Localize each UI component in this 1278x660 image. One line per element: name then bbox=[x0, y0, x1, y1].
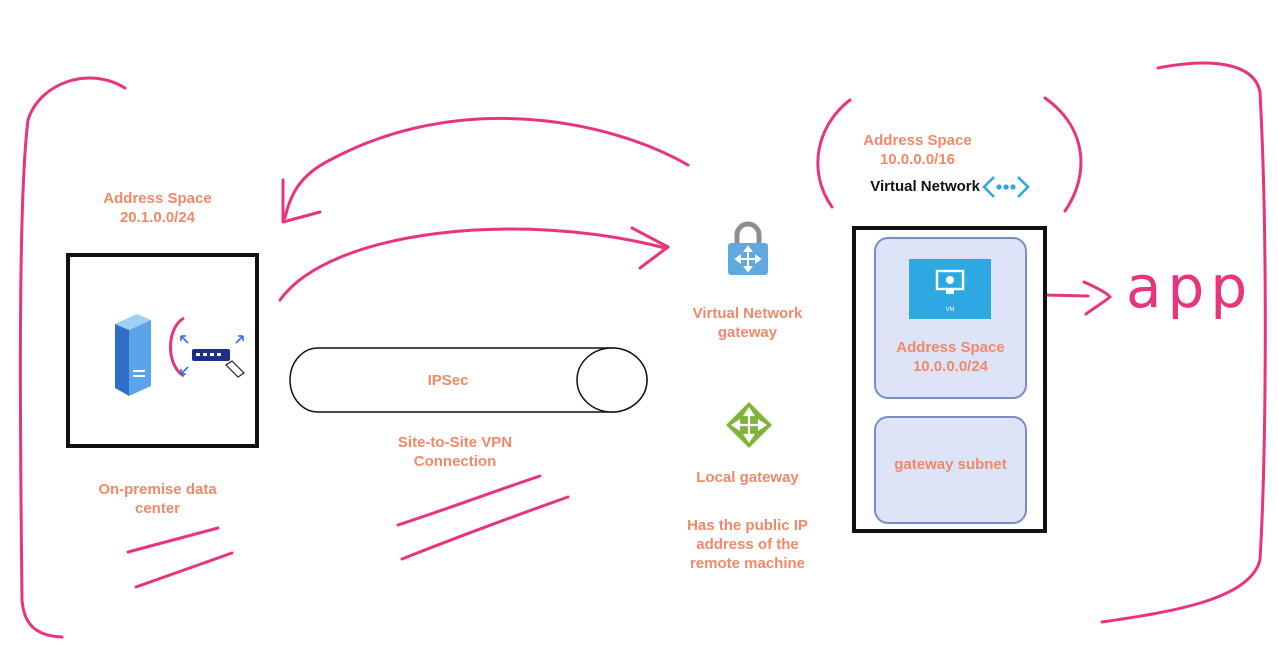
gateway-subnet-label: gateway subnet bbox=[894, 456, 1007, 473]
vnet-gateway-line1: Virtual Network bbox=[692, 305, 803, 322]
left-bracket-stroke bbox=[18, 76, 127, 639]
vnet-gateway-label: Virtual Network gateway bbox=[665, 304, 830, 342]
vpn-caption-line1: Site-to-Site VPN bbox=[397, 434, 513, 451]
onprem-caption-line1: On-premise data bbox=[98, 481, 217, 498]
curved-arrow-left-head bbox=[281, 178, 322, 224]
vnet-address-space: Address Space 10.0.0.0/16 bbox=[845, 131, 990, 169]
vm-subnet: VM Address Space 10.0.0.0/24 bbox=[874, 237, 1027, 399]
local-gateway-label: Local gateway bbox=[696, 469, 799, 486]
vpn-underline-1 bbox=[396, 474, 542, 527]
signal-arc-icon bbox=[169, 316, 185, 378]
vpn-gateway-lock-icon bbox=[728, 221, 768, 275]
vnet-bracket-right-stroke bbox=[1043, 96, 1083, 213]
local-gateway-icon bbox=[726, 402, 772, 448]
vpn-caption: Site-to-Site VPN Connection bbox=[360, 433, 550, 471]
vpn-caption-line2: Connection bbox=[413, 453, 497, 470]
local-gateway-note-line3: remote machine bbox=[689, 555, 806, 572]
ipsec-tunnel bbox=[289, 347, 648, 413]
vnet-name: Virtual Network bbox=[870, 178, 980, 195]
vm-subnet-address-value: 10.0.0.0/24 bbox=[912, 358, 989, 375]
vnet-address-space-label: Address Space bbox=[863, 132, 972, 149]
onprem-address-space-value: 20.1.0.0/24 bbox=[119, 209, 196, 226]
vm-badge: VM bbox=[946, 307, 955, 313]
local-gateway-note-line2: address of the bbox=[696, 536, 799, 553]
onprem-underline-2 bbox=[134, 551, 234, 589]
onprem-caption-line2: center bbox=[134, 500, 181, 517]
vpn-underline-2 bbox=[400, 495, 570, 561]
vnet-address-space-value: 10.0.0.0/16 bbox=[879, 151, 956, 168]
onprem-address-space-label: Address Space bbox=[103, 190, 212, 207]
server-icon bbox=[115, 314, 151, 396]
curved-arrow-right-head bbox=[630, 226, 670, 270]
curved-arrow-left-stroke bbox=[283, 117, 690, 220]
vnet-gateway-line2: gateway bbox=[717, 324, 778, 341]
vm-subnet-address: Address Space 10.0.0.0/24 bbox=[876, 338, 1025, 376]
curved-arrow-right-stroke bbox=[278, 227, 667, 302]
onprem-datacenter-box bbox=[66, 253, 259, 448]
onprem-address-space: Address Space 20.1.0.0/24 bbox=[70, 189, 245, 227]
vnet-bracket-left-stroke bbox=[816, 98, 852, 209]
virtual-network-icon bbox=[982, 176, 1030, 198]
vm-subnet-address-label: Address Space bbox=[896, 339, 1005, 356]
vnet-box: VM Address Space 10.0.0.0/24 gateway sub… bbox=[852, 226, 1047, 533]
app-annotation: app bbox=[1126, 253, 1254, 321]
router-icon bbox=[180, 335, 245, 378]
vm-monitor-icon: VM bbox=[909, 259, 991, 319]
gateway-subnet: gateway subnet bbox=[874, 416, 1027, 524]
onprem-caption: On-premise data center bbox=[70, 480, 245, 518]
right-bracket-stroke bbox=[1100, 61, 1267, 624]
app-arrow-head bbox=[1082, 280, 1112, 316]
ipsec-label: IPSec bbox=[427, 372, 469, 389]
onprem-underline-1 bbox=[126, 526, 220, 554]
local-gateway-note-line1: Has the public IP bbox=[687, 517, 808, 534]
local-gateway-note: Has the public IP address of the remote … bbox=[665, 516, 830, 573]
